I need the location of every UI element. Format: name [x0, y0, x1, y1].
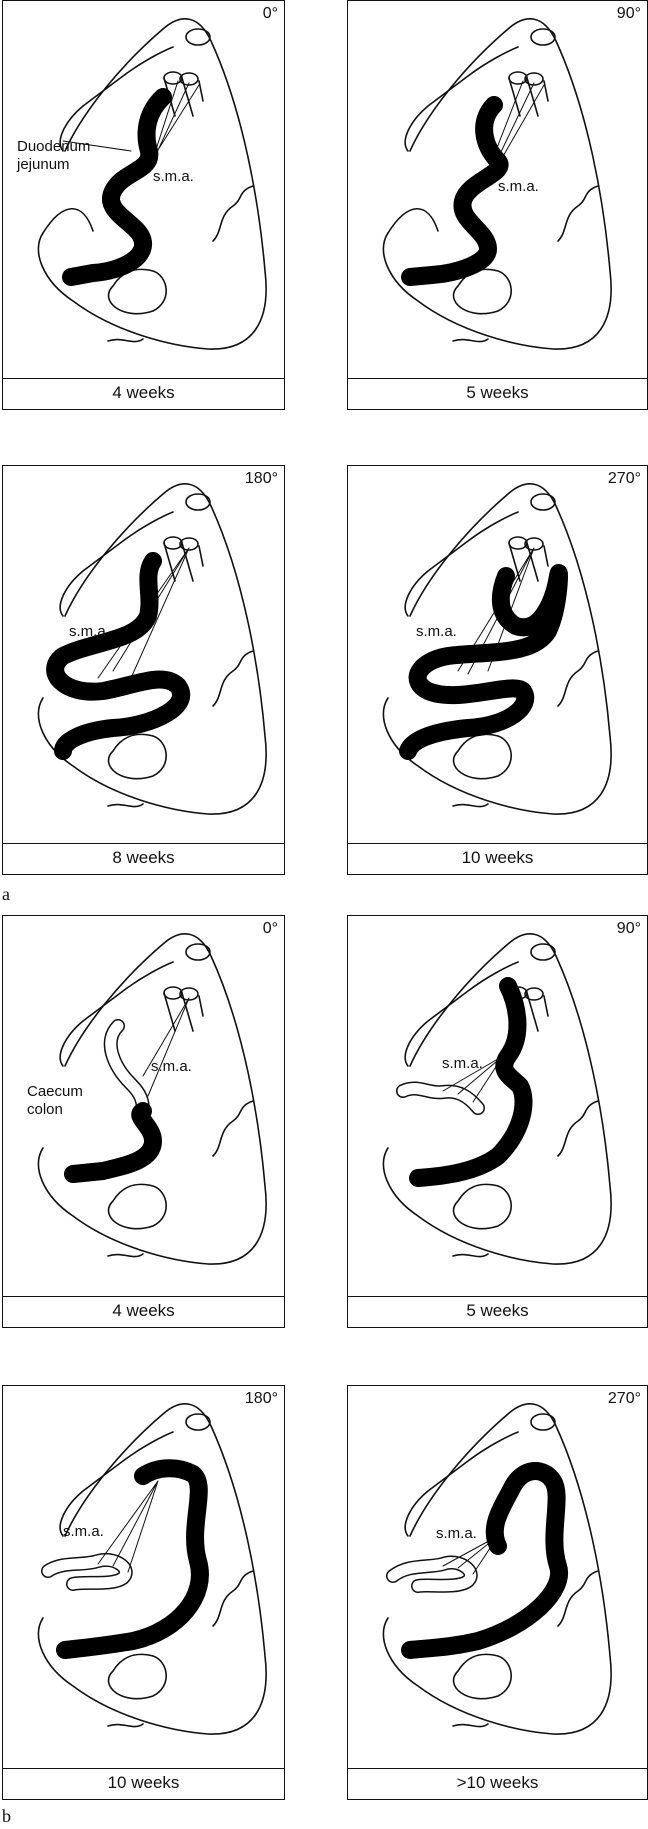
- panel-labels: s.m.a.: [348, 1, 648, 410]
- panel-a-3: 180° s.m.a. 8 weeks: [2, 465, 285, 875]
- section-label-b: b: [2, 1806, 11, 1827]
- sma-label: s.m.a.: [436, 1525, 477, 1542]
- panel-a-1: 0° Duodenum jejunum s.m.a. 4 weeks: [2, 0, 285, 410]
- sma-label: s.m.a.: [69, 623, 110, 640]
- panel-labels: Duodenum jejunum s.m.a.: [3, 1, 285, 410]
- duodenum-label: Duodenum: [17, 138, 90, 155]
- panel-labels: s.m.a.: [348, 466, 648, 875]
- panel-a-4: 270° s.m.a. 10 weeks: [347, 465, 648, 875]
- panel-labels: s.m.a.: [3, 466, 285, 875]
- caecum-label: Caecum: [27, 1083, 83, 1100]
- panel-a-2: 90° s.m.a. 5 weeks: [347, 0, 648, 410]
- panel-b-4: 270° s.m.a. >10 weeks: [347, 1385, 648, 1800]
- section-label-a: a: [2, 884, 10, 905]
- panel-labels: s.m.a.: [348, 1386, 648, 1800]
- sma-label: s.m.a.: [63, 1523, 104, 1540]
- panel-labels: s.m.a.: [348, 916, 648, 1328]
- age-caption: 4 weeks: [3, 378, 284, 407]
- age-caption: 4 weeks: [3, 1296, 284, 1325]
- age-caption: 10 weeks: [348, 843, 647, 872]
- panel-b-1: 0° Caecum colon s.m.a. 4 weeks: [2, 915, 285, 1328]
- panel-labels: s.m.a.: [3, 1386, 285, 1800]
- panel-b-3: 180° s.m.a. 10 weeks: [2, 1385, 285, 1800]
- age-caption: 5 weeks: [348, 1296, 647, 1325]
- sma-label: s.m.a.: [442, 1055, 483, 1072]
- panel-b-2: 90° s.m.a. 5 weeks: [347, 915, 648, 1328]
- colon-label: colon: [27, 1101, 63, 1118]
- sma-label: s.m.a.: [498, 178, 539, 195]
- age-caption: 5 weeks: [348, 378, 647, 407]
- age-caption: >10 weeks: [348, 1768, 647, 1797]
- sma-label: s.m.a.: [416, 623, 457, 640]
- age-caption: 8 weeks: [3, 843, 284, 872]
- panel-labels: Caecum colon s.m.a.: [3, 916, 285, 1328]
- age-caption: 10 weeks: [3, 1768, 284, 1797]
- sma-label: s.m.a.: [151, 1058, 192, 1075]
- sma-label: s.m.a.: [153, 168, 194, 185]
- jejunum-label: jejunum: [16, 156, 70, 173]
